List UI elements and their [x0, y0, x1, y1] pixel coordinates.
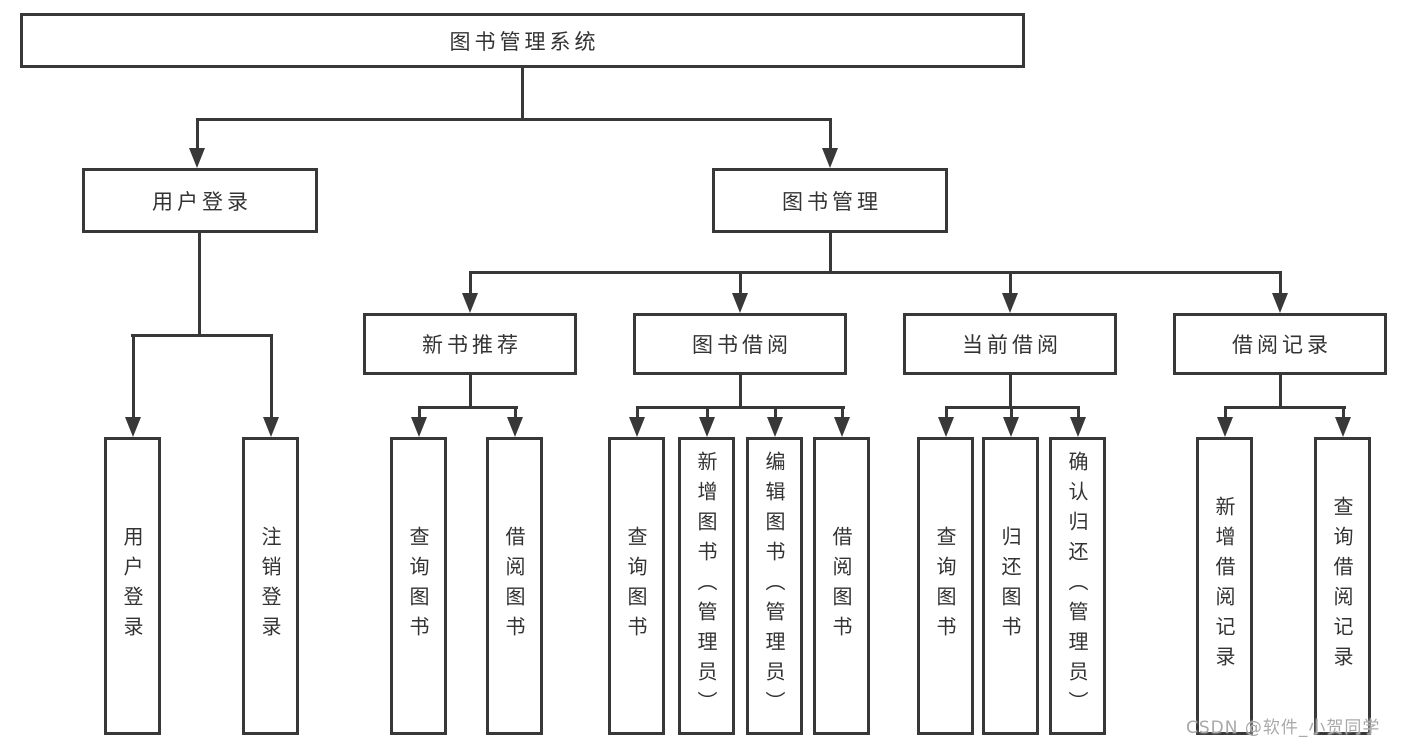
leaf-query-books-recommend: 查询图书: [390, 437, 447, 735]
connector-line: [196, 118, 832, 121]
csdn-watermark: CSDN @软件_小贺同学: [1186, 718, 1381, 738]
leaf-borrow-books-recommend: 借阅图书: [486, 437, 543, 735]
connector-line: [739, 374, 742, 409]
node-current-borrow: 当前借阅: [903, 313, 1117, 375]
connector-line: [1224, 406, 1346, 409]
arrow-down-icon: [1217, 407, 1233, 437]
leaf-query-books-current: 查询图书: [917, 437, 974, 735]
connector-line: [1279, 374, 1282, 409]
connector-line: [829, 232, 832, 274]
node-root: 图书管理系统: [20, 13, 1025, 68]
leaf-logout: 注销登录: [242, 437, 299, 735]
connector-line: [636, 406, 845, 409]
leaf-query-books-borrow: 查询图书: [608, 437, 665, 735]
leaf-edit-books-admin: 编辑图书（管理员）: [746, 437, 803, 735]
arrow-down-icon: [699, 407, 715, 437]
connector-line: [945, 406, 1080, 409]
arrow-down-icon: [1335, 407, 1351, 437]
arrow-down-icon: [411, 407, 427, 437]
leaf-query-borrow-record: 查询借阅记录: [1314, 437, 1371, 735]
connector-line: [469, 271, 1282, 274]
connector-line: [521, 68, 524, 121]
arrow-down-icon: [462, 272, 478, 313]
arrow-down-icon: [938, 407, 954, 437]
arrow-down-icon: [189, 119, 205, 168]
arrow-down-icon: [822, 119, 838, 168]
arrow-down-icon: [1002, 272, 1018, 313]
leaf-return-books: 归还图书: [982, 437, 1039, 735]
arrow-down-icon: [1272, 272, 1288, 313]
connector-line: [469, 374, 472, 409]
arrow-down-icon: [834, 407, 850, 437]
leaf-add-borrow-record: 新增借阅记录: [1196, 437, 1253, 735]
connector-line: [1009, 374, 1012, 409]
arrow-down-icon: [507, 407, 523, 437]
node-book-management: 图书管理: [712, 168, 948, 233]
node-new-book-recommend: 新书推荐: [363, 313, 577, 375]
arrow-down-icon: [125, 335, 141, 437]
connector-line: [198, 232, 201, 337]
arrow-down-icon: [1070, 407, 1086, 437]
node-borrow-records: 借阅记录: [1173, 313, 1387, 375]
node-user-login: 用户登录: [82, 168, 318, 233]
leaf-confirm-return-admin: 确认归还（管理员）: [1049, 437, 1106, 735]
connector-line: [131, 334, 273, 337]
arrow-down-icon: [1003, 407, 1019, 437]
leaf-add-books-admin: 新增图书（管理员）: [678, 437, 735, 735]
leaf-borrow-books: 借阅图书: [813, 437, 870, 735]
arrow-down-icon: [263, 335, 279, 437]
arrow-down-icon: [767, 407, 783, 437]
node-book-borrow: 图书借阅: [633, 313, 847, 375]
connector-line: [418, 406, 518, 409]
leaf-user-login: 用户登录: [104, 437, 161, 735]
arrow-down-icon: [629, 407, 645, 437]
arrow-down-icon: [732, 272, 748, 313]
